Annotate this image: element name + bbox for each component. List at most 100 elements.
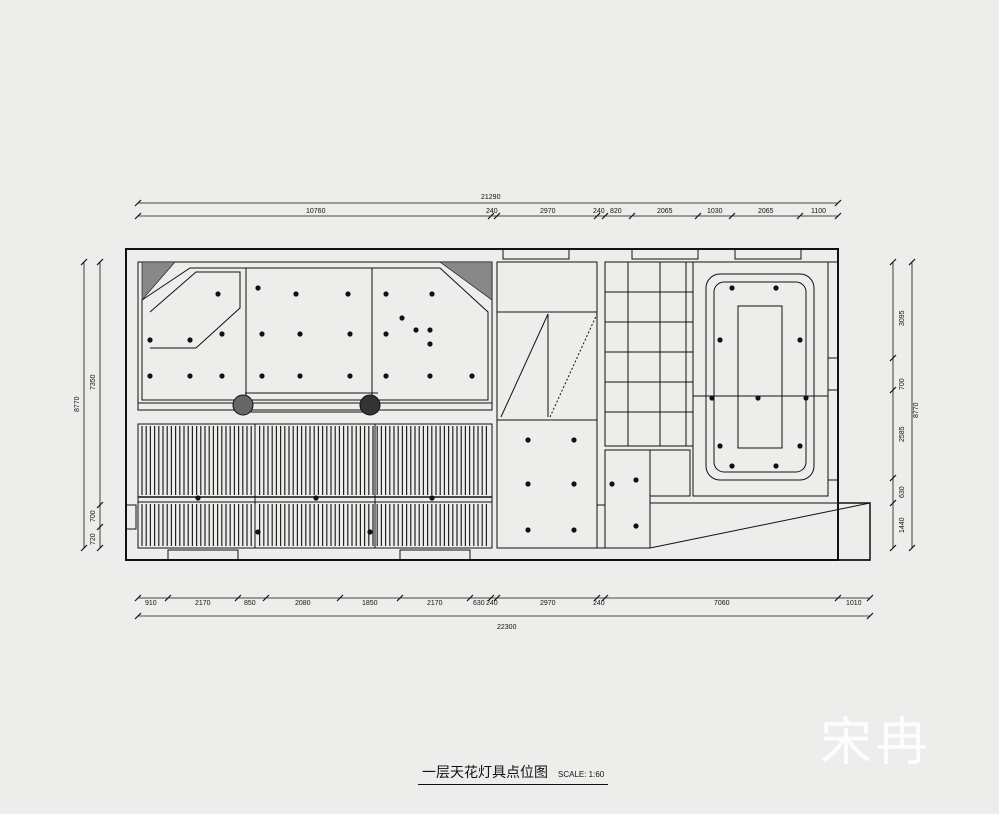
tray-outer bbox=[705, 273, 815, 481]
light-point bbox=[429, 291, 435, 297]
dim-bottom-label: 2970 bbox=[540, 600, 556, 607]
dim-left-small-1: 700 bbox=[90, 510, 97, 522]
dim-top-label: 10760 bbox=[306, 208, 326, 215]
light-point bbox=[219, 373, 225, 379]
dim-bottom-label: 240 bbox=[593, 600, 605, 607]
light-point bbox=[717, 443, 723, 449]
light-point bbox=[147, 337, 153, 343]
dim-bottom-label: 2170 bbox=[195, 600, 211, 607]
dim-bottom-label: 1850 bbox=[362, 600, 378, 607]
light-point bbox=[347, 331, 353, 337]
window-top-2 bbox=[631, 248, 699, 260]
window-bottom-2 bbox=[399, 549, 471, 561]
light-point bbox=[187, 337, 193, 343]
dim-bottom-label: 2170 bbox=[427, 600, 443, 607]
ceiling-fan-1 bbox=[232, 394, 254, 416]
light-point bbox=[383, 291, 389, 297]
light-point bbox=[399, 315, 405, 321]
dim-right-total: 8770 bbox=[913, 402, 920, 418]
dim-left-outer: 8770 bbox=[74, 396, 81, 412]
light-point bbox=[297, 331, 303, 337]
light-point bbox=[797, 443, 803, 449]
window-bottom-1 bbox=[167, 549, 239, 561]
window-right-2 bbox=[827, 389, 839, 481]
light-point bbox=[525, 481, 531, 487]
light-point bbox=[219, 331, 225, 337]
dim-top-label: 1030 bbox=[707, 208, 723, 215]
light-point bbox=[347, 373, 353, 379]
light-point bbox=[345, 291, 351, 297]
light-point bbox=[187, 373, 193, 379]
window-left bbox=[125, 504, 137, 530]
light-point bbox=[633, 477, 639, 483]
dim-right-label: 630 bbox=[899, 486, 906, 498]
ceiling-step bbox=[149, 271, 241, 349]
dim-top-label: 240 bbox=[593, 208, 605, 215]
ceiling-outline-left bbox=[141, 267, 489, 401]
dim-bottom-label: 240 bbox=[486, 600, 498, 607]
light-point bbox=[413, 327, 419, 333]
dim-top-label: 240 bbox=[486, 208, 498, 215]
dim-right-label: 2585 bbox=[899, 426, 906, 442]
left-ceiling-zone bbox=[137, 261, 493, 411]
light-point bbox=[259, 373, 265, 379]
dim-right-label: 3095 bbox=[899, 310, 906, 326]
tray-inner bbox=[737, 305, 783, 449]
dim-bottom-total: 22300 bbox=[497, 624, 517, 631]
slope-area bbox=[649, 502, 871, 549]
light-point bbox=[717, 337, 723, 343]
dim-bottom-label: 910 bbox=[145, 600, 157, 607]
light-point bbox=[429, 495, 435, 501]
dim-bottom-label: 850 bbox=[244, 600, 256, 607]
middle-room bbox=[496, 261, 598, 549]
light-point bbox=[297, 373, 303, 379]
watermark-text: 宋冉 bbox=[820, 713, 933, 773]
light-point bbox=[427, 373, 433, 379]
drawing-title: 一层天花灯具点位图 bbox=[422, 765, 548, 781]
light-point bbox=[367, 529, 373, 535]
window-top-3 bbox=[734, 248, 802, 260]
light-point bbox=[255, 285, 261, 291]
light-point bbox=[383, 331, 389, 337]
light-point bbox=[469, 373, 475, 379]
light-point bbox=[147, 373, 153, 379]
light-point bbox=[803, 395, 809, 401]
light-point bbox=[773, 285, 779, 291]
slat-grille bbox=[137, 423, 493, 549]
light-point bbox=[571, 527, 577, 533]
light-point bbox=[571, 437, 577, 443]
light-point bbox=[729, 285, 735, 291]
light-point bbox=[427, 327, 433, 333]
dim-top-label: 2065 bbox=[758, 208, 774, 215]
light-point bbox=[195, 495, 201, 501]
dim-bottom-label: 1010 bbox=[846, 600, 862, 607]
light-point bbox=[729, 463, 735, 469]
light-point bbox=[525, 527, 531, 533]
drawing-title-block: 一层天花灯具点位图 SCALE: 1:60 bbox=[418, 762, 609, 785]
light-point bbox=[525, 437, 531, 443]
drawing-scale: SCALE: 1:60 bbox=[558, 770, 605, 779]
dim-top-total: 21290 bbox=[481, 194, 501, 201]
storage-grid bbox=[604, 261, 694, 447]
light-point bbox=[609, 481, 615, 487]
dim-bottom-label: 630 bbox=[473, 600, 485, 607]
light-point bbox=[259, 331, 265, 337]
dim-top-label: 2970 bbox=[540, 208, 556, 215]
window-right-1 bbox=[827, 261, 839, 359]
dim-top-label: 820 bbox=[610, 208, 622, 215]
light-point bbox=[293, 291, 299, 297]
light-point bbox=[215, 291, 221, 297]
wall-extension bbox=[838, 502, 871, 561]
dim-right-label: 700 bbox=[899, 378, 906, 390]
living-ceiling bbox=[692, 261, 829, 497]
dim-bottom-label: 7060 bbox=[714, 600, 730, 607]
light-point bbox=[313, 495, 319, 501]
dim-left-inner: 7350 bbox=[90, 374, 97, 390]
light-point bbox=[755, 395, 761, 401]
dim-left-small-2: 720 bbox=[90, 533, 97, 545]
dim-top-label: 2065 bbox=[657, 208, 673, 215]
light-point bbox=[633, 523, 639, 529]
light-point bbox=[773, 463, 779, 469]
light-point bbox=[383, 373, 389, 379]
